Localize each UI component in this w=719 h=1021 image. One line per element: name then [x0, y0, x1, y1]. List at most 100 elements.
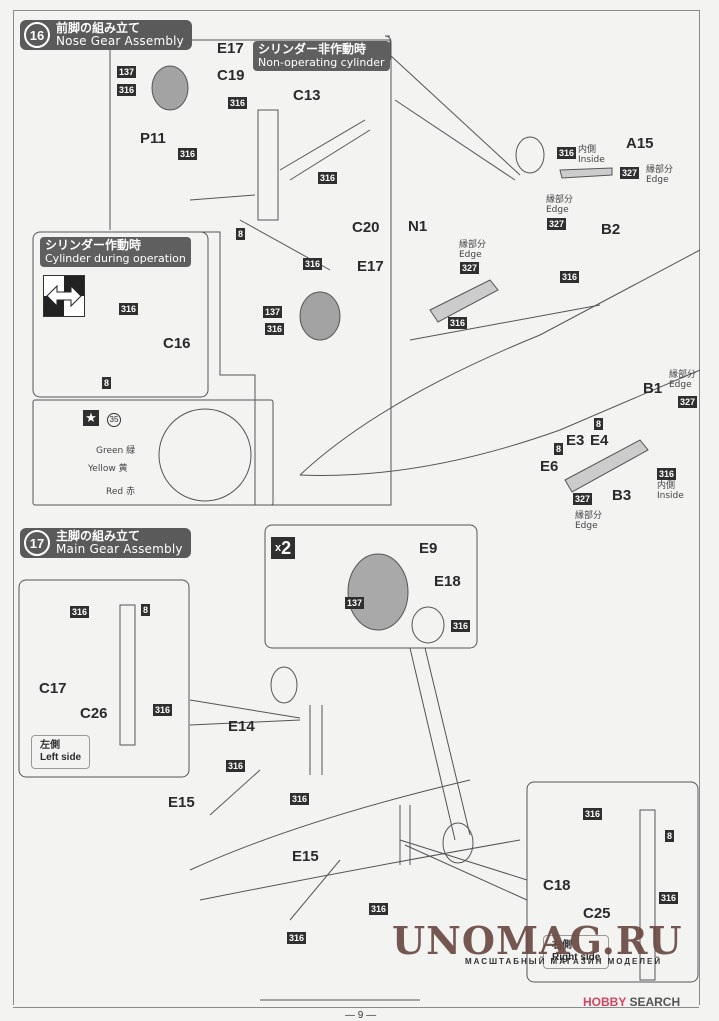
paint-code-8: 8: [665, 830, 675, 842]
side-jp: 左側: [40, 740, 60, 751]
paint-code-8: 8: [236, 228, 246, 240]
part-label-b2: B2: [601, 221, 621, 238]
part-label-p11: P11: [140, 130, 166, 147]
paint-code-316: 316: [557, 147, 577, 159]
paint-code-316: 316: [228, 97, 248, 109]
non-operating-cylinder-tag: シリンダー非作動時 Non-operating cylinder: [253, 41, 390, 71]
paint-code-316: 316: [451, 620, 471, 632]
paint-code-316: 316: [560, 271, 580, 283]
part-label-b3: B3: [612, 487, 632, 504]
note-edge: 縁部分 Edge: [459, 240, 487, 260]
part-label-n1: N1: [408, 218, 428, 235]
quantity-x2-badge: x2: [271, 537, 296, 559]
paint-code-316: 316: [657, 468, 677, 480]
paint-code-316: 316: [303, 258, 323, 270]
paint-code-327: 327: [460, 262, 480, 274]
part-label-c25: C25: [583, 905, 611, 922]
note-inside: 内側 Inside: [578, 145, 605, 165]
note-edge: 縁部分 Edge: [546, 195, 574, 215]
part-label-e15: E15: [168, 794, 195, 811]
note-edge: 縁部分 Edge: [646, 165, 674, 185]
decal-star-icon: ★: [83, 410, 99, 426]
step-number: 17: [24, 530, 50, 556]
brand-part1: HOBBY: [583, 995, 627, 1009]
watermark-subtext: МАСШТАБНЫЙ МАГАЗИН МОДЕЛЕЙ: [465, 957, 663, 966]
part-label-e9: E9: [419, 540, 438, 557]
paint-code-8: 8: [102, 377, 112, 389]
part-label-e15: E15: [292, 848, 319, 865]
side-en: Left side: [40, 752, 82, 763]
paint-code-316: 316: [290, 793, 310, 805]
bottom-rule: [13, 1007, 699, 1008]
paint-code-316: 316: [70, 606, 90, 618]
paint-code-316: 316: [583, 808, 603, 820]
step-number: 16: [24, 22, 50, 48]
cylinder-during-operation-tag: シリンダー作動時 Cylinder during operation: [40, 237, 191, 267]
part-label-e6: E6: [540, 458, 559, 475]
step-title-en: Nose Gear Assembly: [56, 34, 184, 48]
hobby-search-logo: HOBBY SEARCH: [583, 995, 680, 1009]
part-label-e17: E17: [217, 40, 244, 57]
part-label-e17: E17: [357, 258, 384, 275]
note-edge: 縁部分 Edge: [669, 370, 697, 390]
paint-code-316: 316: [226, 760, 246, 772]
part-label-e14: E14: [228, 718, 255, 735]
paint-code-316: 316: [318, 172, 338, 184]
part-label-b1: B1: [643, 380, 663, 397]
paint-code-316: 316: [153, 704, 173, 716]
paint-code-316: 316: [119, 303, 139, 315]
paint-code-137: 137: [345, 597, 365, 609]
tag-en: Cylinder during operation: [45, 252, 186, 265]
multiplier-value: 2: [281, 538, 292, 558]
brand-part2: SEARCH: [629, 995, 681, 1009]
side-en: Right side: [552, 952, 601, 963]
paint-code-327: 327: [547, 218, 567, 230]
left-side-label: 左側 Left side: [31, 735, 91, 769]
page-frame: [13, 10, 700, 1005]
step-title-jp: 主脚の組み立て: [56, 529, 141, 543]
paint-code-137: 137: [117, 66, 137, 78]
paint-code-8: 8: [141, 604, 151, 616]
decal-color-yellow: Yellow 黄: [88, 464, 128, 474]
paint-code-316: 316: [448, 317, 468, 329]
part-label-c18: C18: [543, 877, 571, 894]
decal-color-green: Green 緑: [96, 446, 136, 456]
paint-code-327: 327: [620, 167, 640, 179]
paint-code-8: 8: [554, 443, 564, 455]
part-label-c13: C13: [293, 87, 321, 104]
step-16-header: 16 前脚の組み立て Nose Gear Assembly: [20, 20, 192, 50]
note-inside: 内側 Inside: [657, 481, 684, 501]
paint-code-316: 316: [659, 892, 679, 904]
decal-color-red: Red 赤: [106, 487, 135, 497]
paint-code-316: 316: [117, 84, 137, 96]
tag-en: Non-operating cylinder: [258, 56, 385, 69]
right-side-label: 右側 Right side: [543, 935, 610, 969]
paint-code-316: 316: [178, 148, 198, 160]
side-jp: 右側: [552, 940, 572, 951]
part-label-e3: E3: [566, 432, 585, 449]
step-17-header: 17 主脚の組み立て Main Gear Assembly: [20, 528, 191, 558]
paint-code-8: 8: [594, 418, 604, 430]
note-edge: 縁部分 Edge: [575, 511, 603, 531]
part-label-a15: A15: [626, 135, 654, 152]
tag-jp: シリンダー作動時: [45, 238, 142, 252]
part-label-c20: C20: [352, 219, 380, 236]
paint-code-137: 137: [263, 306, 283, 318]
paint-code-327: 327: [573, 493, 593, 505]
step-title-jp: 前脚の組み立て: [56, 21, 141, 35]
paint-code-316: 316: [265, 323, 285, 335]
page-number: — 9 —: [345, 1010, 377, 1021]
paint-code-327: 327: [678, 396, 698, 408]
part-label-c16: C16: [163, 335, 191, 352]
multiplier-prefix: x: [275, 542, 282, 554]
flip-direction-icon: [43, 275, 85, 317]
part-label-e4: E4: [590, 432, 609, 449]
part-label-c19: C19: [217, 67, 245, 84]
part-label-c26: C26: [80, 705, 108, 722]
part-label-e18: E18: [434, 573, 461, 590]
decal-number: 35: [107, 413, 121, 427]
watermark-text: UNOMAG.RU: [392, 918, 683, 963]
step-title-en: Main Gear Assembly: [56, 542, 183, 556]
paint-code-316: 316: [369, 903, 389, 915]
